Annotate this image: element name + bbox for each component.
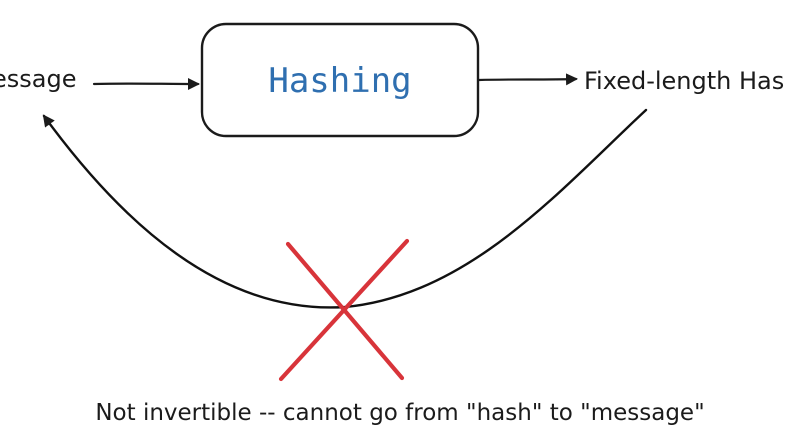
hashing-label: Hashing	[268, 61, 411, 101]
hashing-to-output-arrow	[477, 73, 578, 86]
red-cross-icon	[278, 238, 410, 382]
inverse-curve-arrow	[42, 108, 648, 309]
caption-text: Not invertible -- cannot go from "hash" …	[95, 400, 704, 426]
output-label: Fixed-length Has	[584, 67, 784, 95]
message-label: essage	[0, 65, 76, 93]
